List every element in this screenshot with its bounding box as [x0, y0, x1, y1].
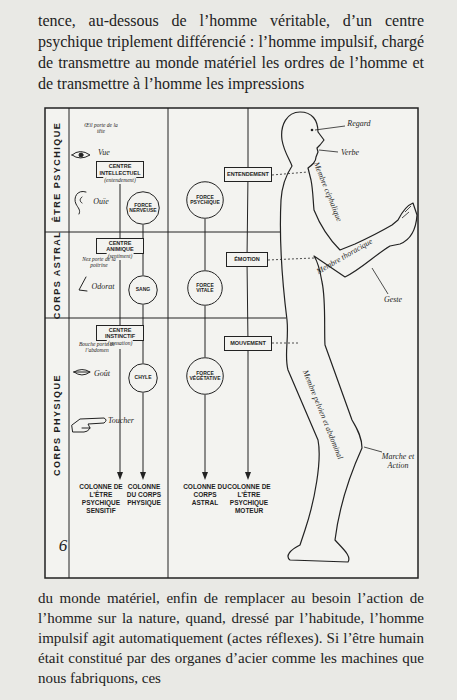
column-line [143, 393, 144, 474]
arrow-head [117, 472, 123, 480]
sense-note: Œil porte de la tête [84, 122, 118, 134]
nose-symbol [79, 277, 87, 291]
hand-symbol [72, 418, 106, 432]
eye-symbol [79, 153, 83, 157]
node-title: ENTENDEMENT [225, 171, 271, 177]
figure-annotation: Regard [347, 120, 370, 129]
ear-symbol [75, 191, 86, 214]
body-text: du monde matériel, enfin de remplacer au… [38, 588, 424, 688]
column-connector [247, 267, 249, 336]
node-title: SANG [128, 287, 158, 293]
finger-lines [402, 206, 411, 218]
circle-outline [129, 364, 158, 393]
leader-line [364, 447, 382, 452]
sense-label: Goût [94, 370, 110, 378]
limb-label: Membre pelvien et abdominal [300, 369, 344, 461]
node-title: CENTRE ANIMIQUE [97, 240, 143, 252]
node-subtitle: (entendement) [103, 177, 136, 184]
centre-box: CENTRE INSTINCTIF(sensation) [96, 325, 144, 341]
node-title: FORCE VÉGÉTATIVE [186, 371, 224, 382]
centre-box: ENTENDEMENT [224, 167, 272, 182]
column-connector [120, 254, 121, 325]
force-circle: SANG [128, 275, 158, 305]
leader-line [268, 258, 314, 260]
arrow-head [245, 472, 251, 480]
column-connector [247, 182, 249, 252]
figure-annotation: Marche et Action [378, 453, 418, 471]
node-title: MOUVEMENT [225, 340, 271, 346]
column-line [120, 349, 121, 474]
column-connector [205, 306, 206, 357]
centre-box: CENTRE INTELLECTUEL(entendement) [96, 161, 144, 178]
row-divider [45, 232, 281, 233]
circle-outline [129, 276, 158, 305]
column-line [248, 351, 249, 474]
centre-box: CENTRE ANIMIQUE(sentiment) [96, 238, 144, 254]
arrow-head [202, 472, 208, 480]
circle-outline [127, 192, 160, 225]
figure-annotation: Geste [384, 296, 402, 305]
body-text: tence, au-dessous de l’homme véritable, … [38, 10, 424, 94]
limb-label: Membre céphalique [311, 161, 343, 223]
circle-outline [187, 358, 224, 395]
column-label: COLONNE DE L’ÊTRE PSYCHIQUE MOTEUR [222, 483, 276, 516]
band-label: CORPS PHYSIQUE [53, 374, 62, 476]
column-connector [120, 178, 121, 238]
figure-eye [311, 129, 314, 132]
force-circle: FORCE VITALE [187, 270, 223, 306]
force-circle: FORCE PSYCHIQUE [186, 181, 224, 219]
node-title: CENTRE INSTINCTIF [97, 327, 143, 339]
limb-label: Membre thoracique [316, 237, 375, 276]
force-circle: FORCE VÉGÉTATIVE [186, 357, 224, 395]
column-label: COLONNE DU CORPS PHYSIQUE [124, 483, 164, 507]
arrow-head [140, 472, 146, 480]
sense-note: Nez porte de la poitrine [81, 256, 117, 268]
node-title: FORCE PSYCHIQUE [186, 195, 224, 206]
row-divider [45, 318, 286, 319]
node-title: CENTRE INTELLECTUEL [97, 163, 143, 175]
column-connector [205, 219, 206, 270]
column-line [205, 395, 206, 474]
node-title: FORCE VITALE [187, 283, 223, 294]
leader-line [272, 172, 308, 175]
figure-annotation: Verbe [341, 149, 359, 158]
leader-line [319, 150, 338, 152]
leader-line [315, 126, 345, 130]
force-circle: FORCE NERVEUSE [126, 191, 160, 225]
sense-label: Odorat [91, 283, 114, 291]
column-label: COLONNE DU CORPS ASTRAL [180, 483, 230, 507]
centre-box: MOUVEMENT [224, 336, 272, 351]
band-label: ÊTRE PSYCHIQUE [53, 122, 62, 223]
sense-label: Ouïe [93, 198, 109, 206]
column-divider [168, 108, 169, 578]
eye-symbol [72, 152, 90, 159]
figure-number: 6 [59, 537, 68, 554]
node-title: CHYLE [128, 375, 158, 381]
centre-box: ÉMOTION [226, 252, 268, 267]
circle-outline [187, 182, 224, 219]
node-title: FORCE NERVEUSE [126, 203, 160, 214]
human-figure [280, 112, 417, 562]
band-label: CORPS ASTRAL [53, 231, 62, 320]
column-line [248, 108, 249, 167]
column-label: COLONNE DE L’ÊTRE PSYCHIQUE SENSITIF [78, 483, 124, 516]
force-circle: CHYLE [128, 363, 158, 393]
mouth-symbol [74, 370, 90, 376]
leader-line [272, 343, 300, 344]
sense-note: Bouche porte de l’abdomen [76, 341, 118, 353]
figure-frame [45, 108, 418, 578]
band-divider [69, 108, 70, 578]
sense-label: Toucher [108, 417, 134, 425]
circle-outline [188, 271, 223, 306]
sense-label: Vue [98, 149, 110, 157]
node-title: ÉMOTION [227, 256, 267, 262]
leader-line [372, 268, 388, 294]
